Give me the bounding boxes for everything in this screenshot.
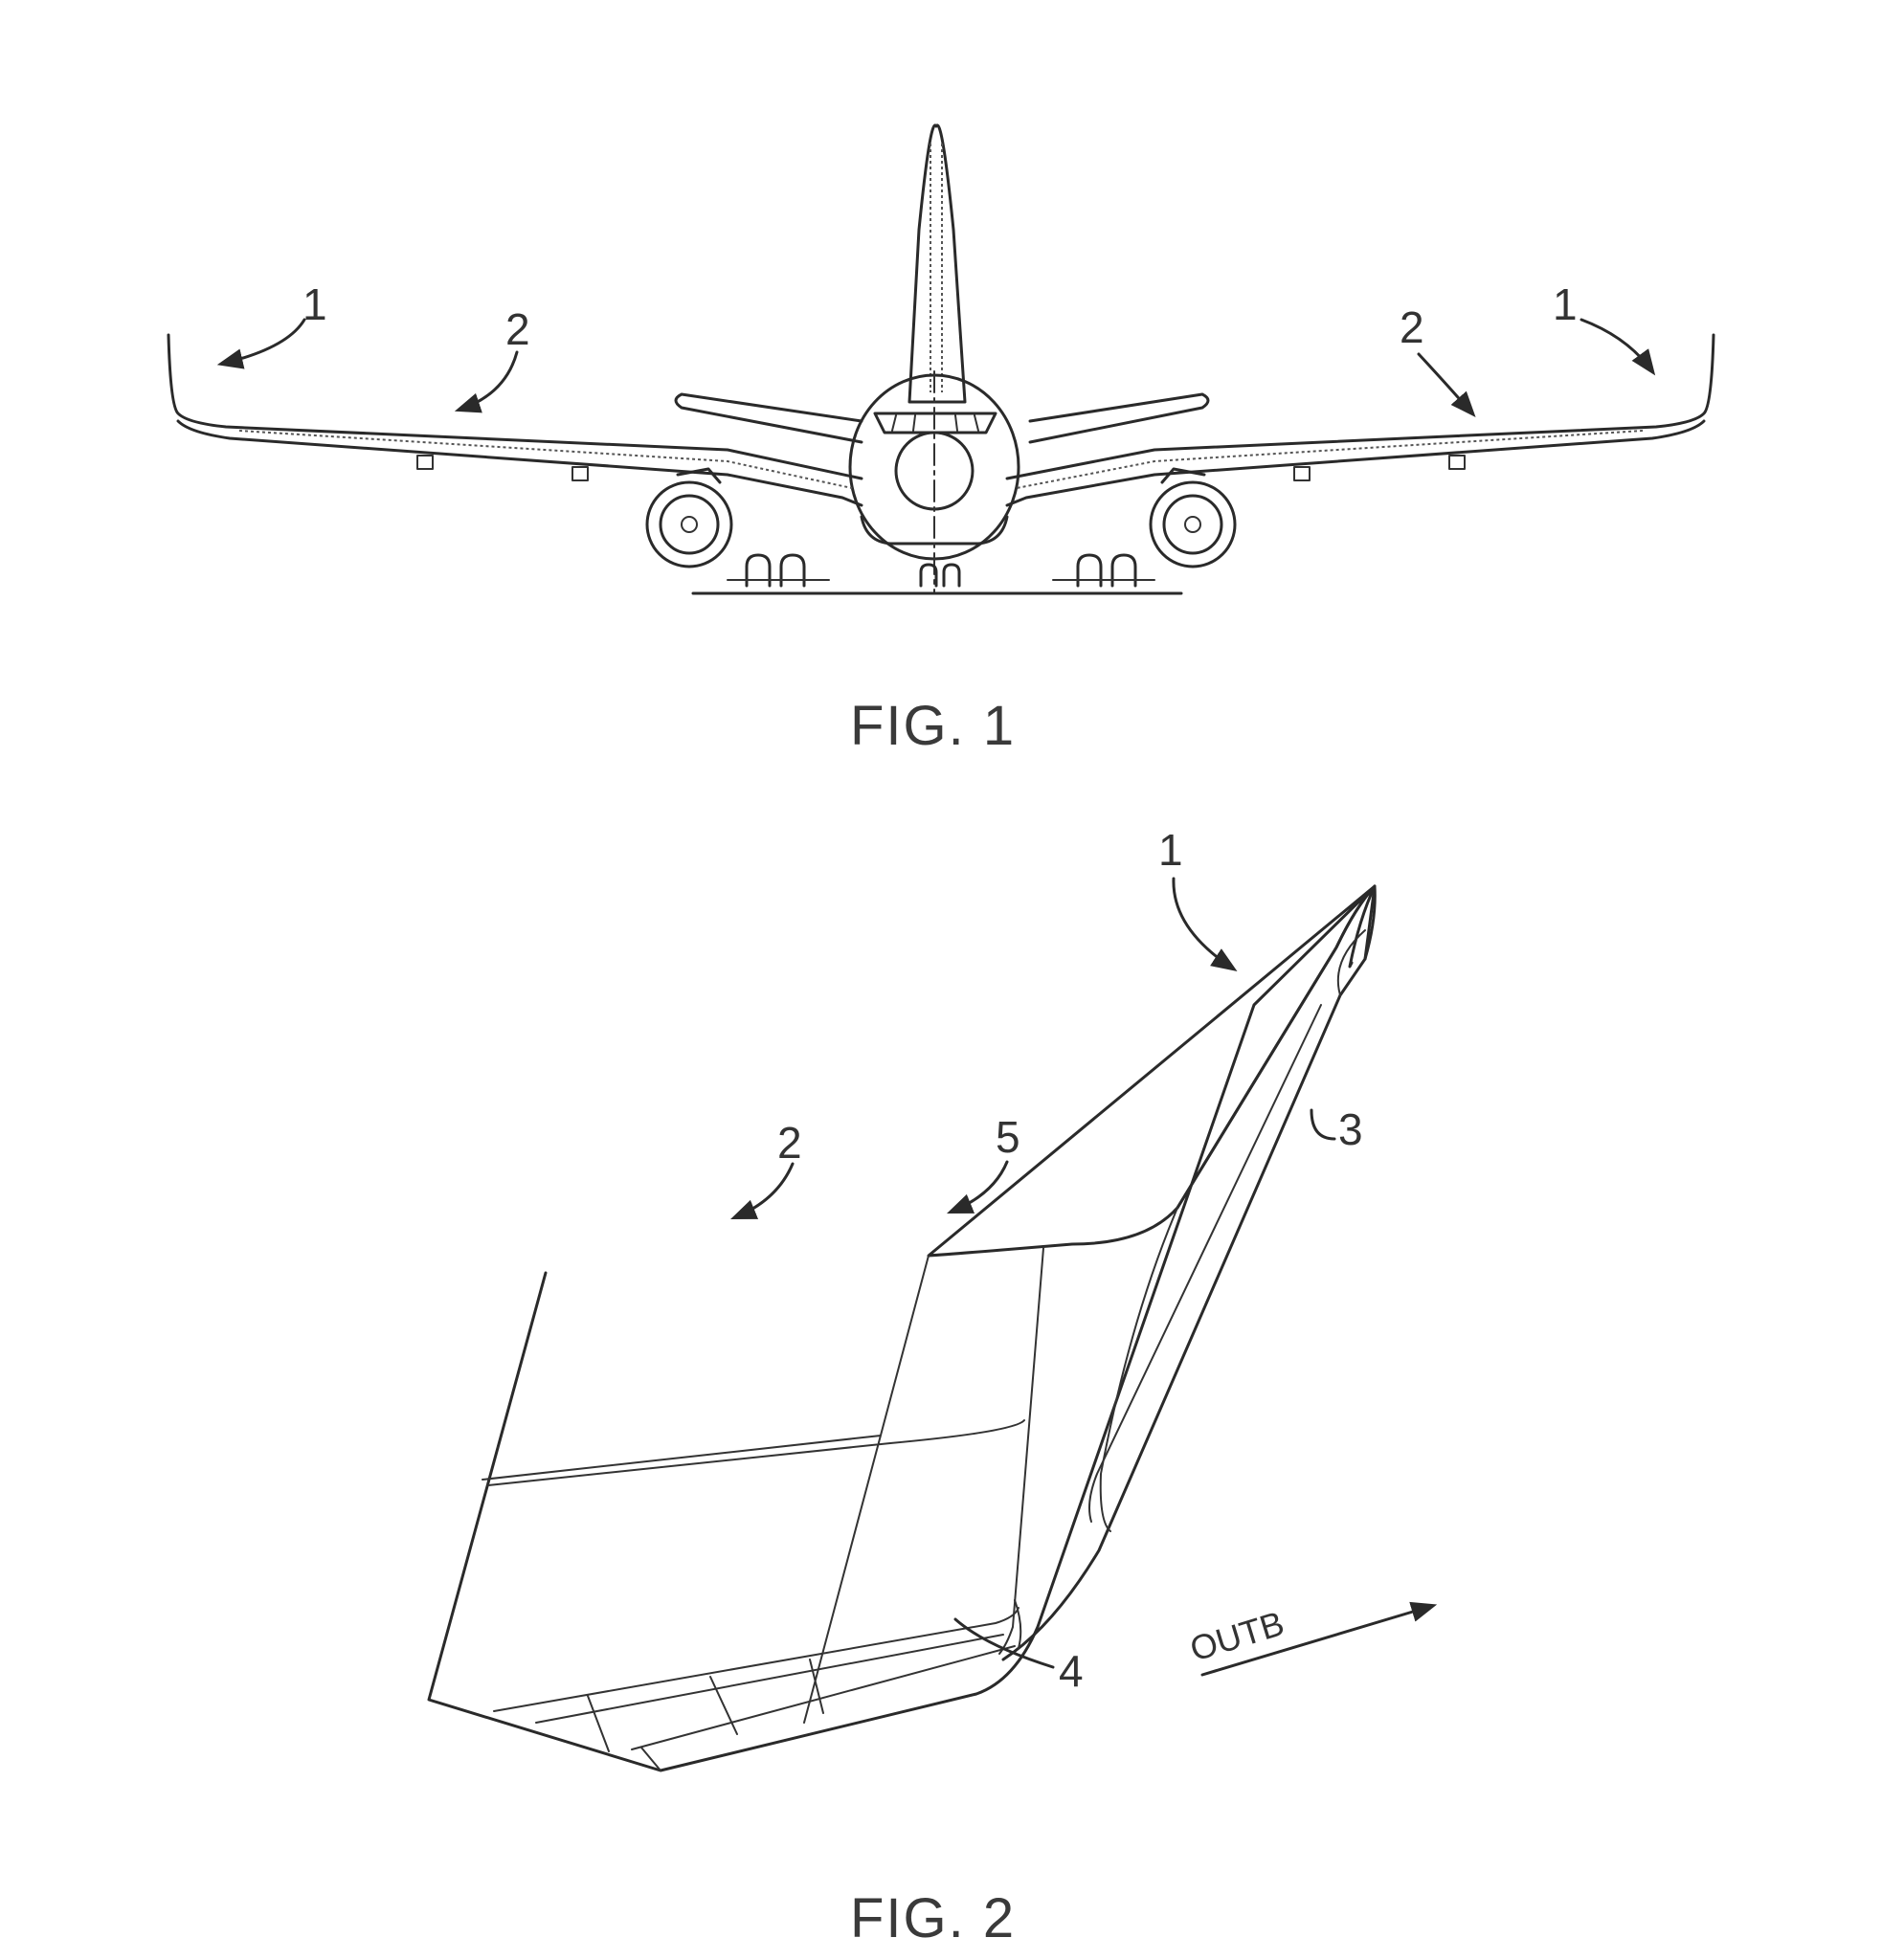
fig2-label-2: 2 bbox=[777, 1118, 802, 1168]
trailing-edge-panels bbox=[494, 1600, 1020, 1751]
left-engine bbox=[647, 469, 731, 567]
fig2-caption: FIG. 2 bbox=[850, 1887, 1016, 1949]
wing-panel-grid bbox=[482, 1256, 1024, 1723]
fig2-label-3: 3 bbox=[1338, 1104, 1363, 1154]
fig1-label-right-1: 1 bbox=[1553, 279, 1578, 329]
fig2-wing-tip-winglet: 1 2 5 3 4 OUTB FIG. 2 bbox=[429, 825, 1432, 1949]
right-horizontal-stabilizer bbox=[1030, 394, 1208, 442]
left-fairing-inner bbox=[572, 467, 588, 480]
right-engine bbox=[1151, 469, 1235, 567]
leader-arrow-right-2 bbox=[1419, 354, 1472, 413]
fig1-label-left-1: 1 bbox=[302, 279, 327, 329]
wing-winglet-transition bbox=[999, 1248, 1043, 1654]
right-fairing-outer bbox=[1449, 456, 1465, 469]
fig1-label-left-2: 2 bbox=[505, 304, 530, 354]
left-horizontal-stabilizer bbox=[676, 394, 862, 442]
leader-arrow-1 bbox=[1174, 879, 1233, 969]
winglet bbox=[1003, 886, 1375, 1659]
leader-arrow-2 bbox=[735, 1164, 793, 1217]
fig1-caption: FIG. 1 bbox=[850, 695, 1016, 757]
right-wing bbox=[1007, 335, 1714, 505]
fig1-aircraft-front-view: 1 2 2 1 FIG. 1 bbox=[168, 125, 1714, 757]
leader-arrow-left-1 bbox=[222, 320, 304, 364]
leader-arrow-right-1 bbox=[1581, 320, 1652, 371]
outboard-direction-label: OUTB bbox=[1185, 1603, 1288, 1668]
vertical-tail bbox=[909, 125, 965, 402]
fig2-label-4: 4 bbox=[1059, 1646, 1084, 1696]
fig2-label-5: 5 bbox=[996, 1112, 1020, 1162]
fig1-label-right-2: 2 bbox=[1400, 302, 1424, 352]
left-fairing-outer bbox=[417, 456, 433, 469]
leader-arrow-5 bbox=[952, 1162, 1007, 1212]
right-fairing-inner bbox=[1294, 467, 1310, 480]
leader-arrow-left-2 bbox=[459, 352, 517, 410]
leader-line-3 bbox=[1311, 1110, 1334, 1139]
winglet-inner-line bbox=[1089, 1005, 1321, 1522]
fig2-label-1: 1 bbox=[1158, 825, 1183, 875]
